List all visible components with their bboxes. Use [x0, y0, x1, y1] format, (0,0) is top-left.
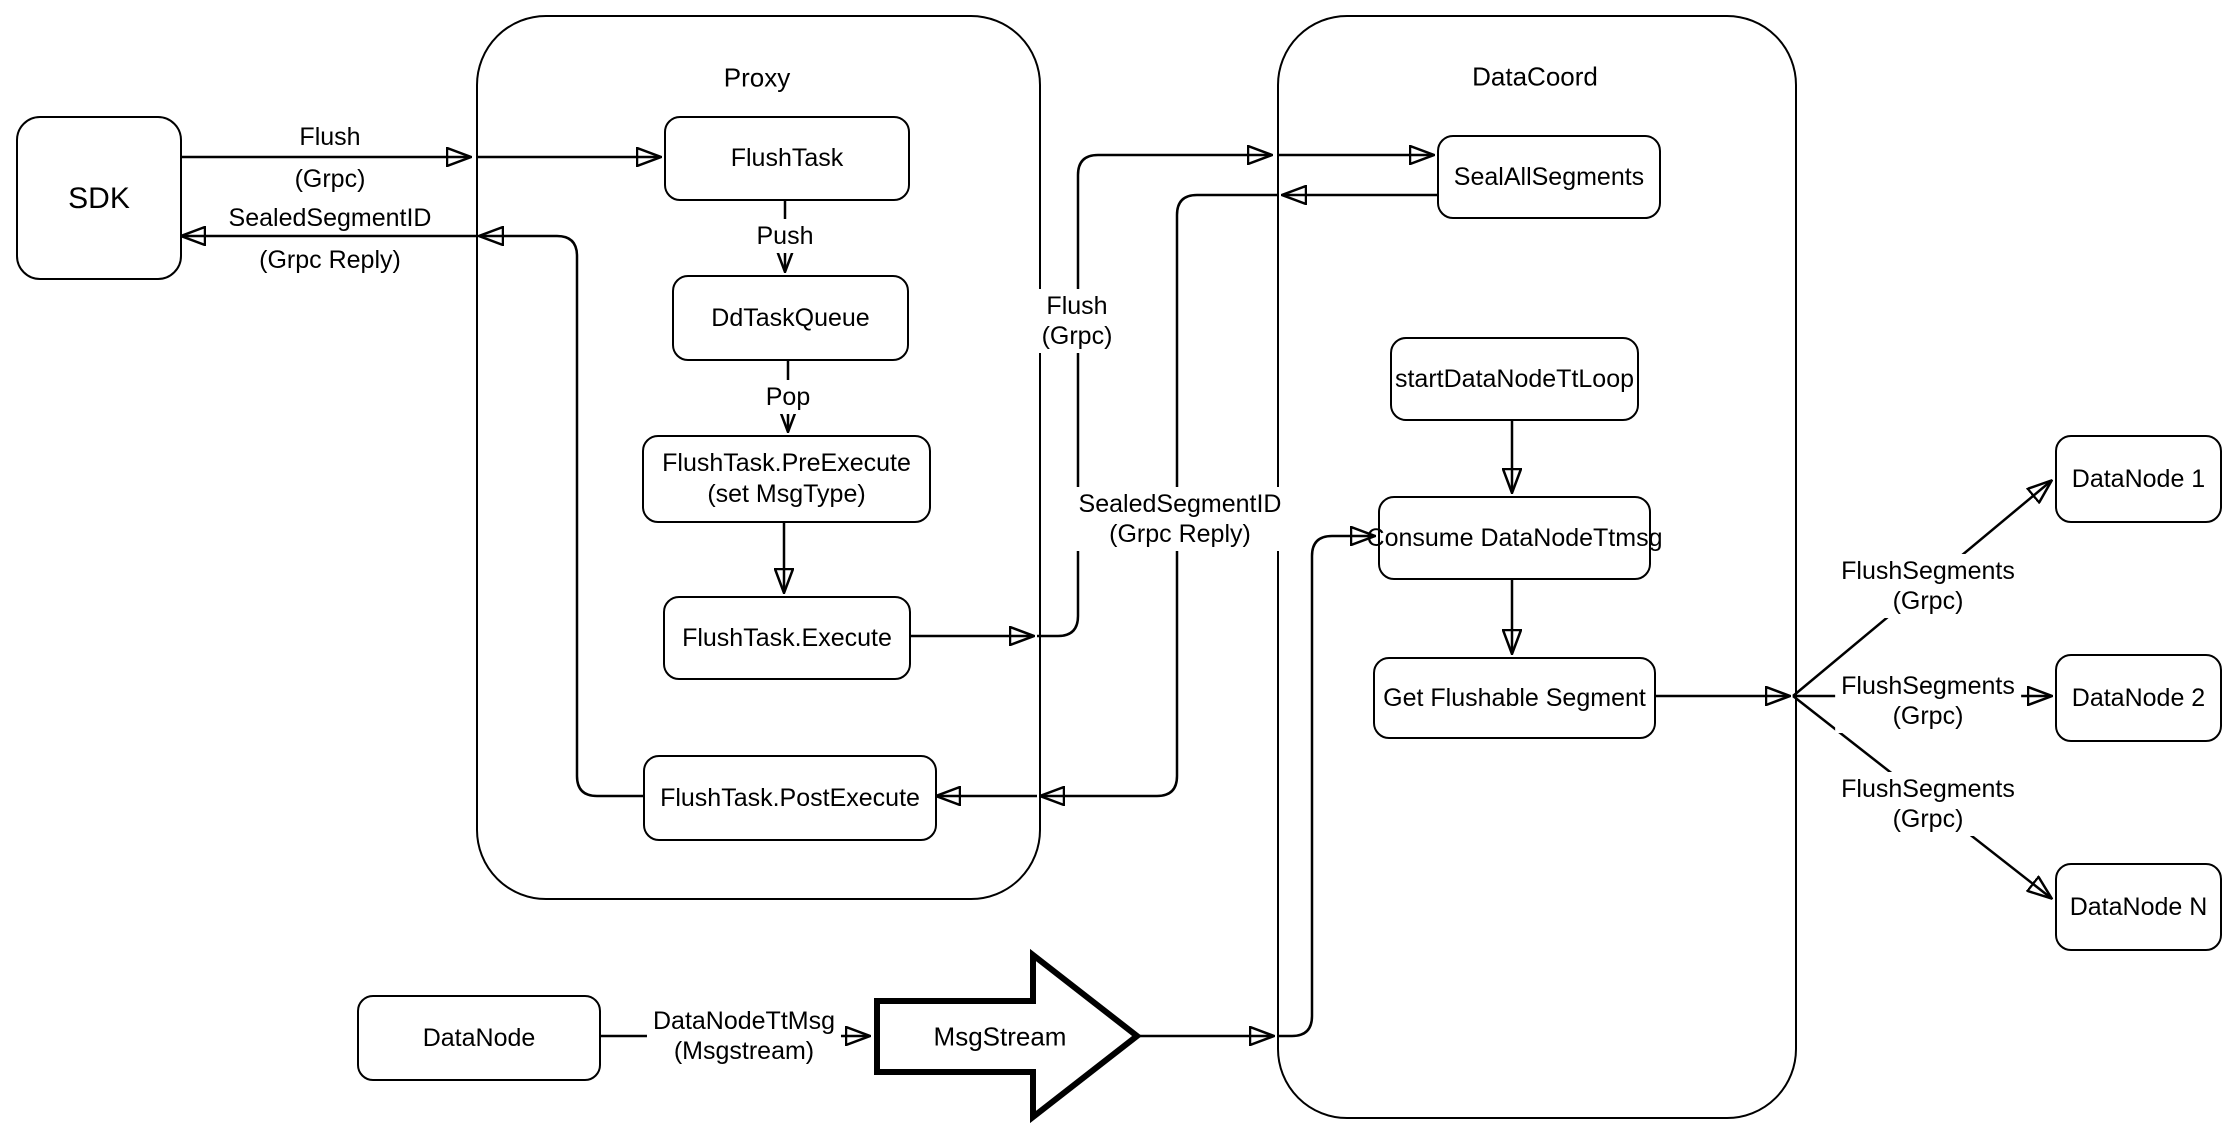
edge-label-pop-text: Pop — [765, 383, 811, 411]
edge-label-flushsegments-1-line2: (Grpc) — [1892, 587, 1964, 615]
edge-label-pop: Pop — [759, 380, 817, 414]
edge-label-flushsegments-3-line2: (Grpc) — [1892, 805, 1964, 833]
proxy-container — [476, 15, 1041, 900]
node-flushtask-preexecute-line2: (set MsgType) — [707, 480, 866, 508]
edge-label-flushsegments-1: FlushSegments (Grpc) — [1835, 554, 2021, 618]
edge-label-push: Push — [750, 219, 820, 253]
edge-label-flush-grpc-sdk-line2: (Grpc) — [294, 165, 366, 193]
proxy-container-title: Proxy — [723, 62, 791, 93]
edge-label-flushsegments-3: FlushSegments (Grpc) — [1835, 772, 2021, 836]
edge-label-sealedsegmentid-sdk: SealedSegmentID (Grpc Reply) — [229, 203, 432, 275]
edge-label-datanodettmsg-line1: DataNodeTtMsg — [652, 1007, 836, 1035]
node-datanode2: DataNode 2 — [2055, 654, 2222, 742]
edge-label-datanodettmsg-line2: (Msgstream) — [673, 1037, 815, 1065]
datacoord-container — [1277, 15, 1797, 1119]
node-flushtask-preexecute-line1: FlushTask.PreExecute — [662, 449, 911, 477]
node-get-flushable-segment-label: Get Flushable Segment — [1383, 683, 1646, 712]
edge-label-flushsegments-3-line1: FlushSegments — [1841, 775, 2015, 803]
node-flushtask: FlushTask — [664, 116, 910, 201]
node-get-flushable-segment: Get Flushable Segment — [1373, 657, 1656, 739]
edge-label-flushsegments-2-line2: (Grpc) — [1892, 702, 1964, 730]
msgstream-block-arrow — [874, 948, 1142, 1124]
node-sdk: SDK — [16, 116, 182, 280]
datacoord-container-title: DataCoord — [1472, 61, 1598, 92]
node-sealallsegments-label: SealAllSegments — [1453, 162, 1645, 191]
node-sealallsegments: SealAllSegments — [1437, 135, 1661, 219]
node-datanode1: DataNode 1 — [2055, 435, 2222, 523]
edge-label-sealedsegmentid-sdk-line1: SealedSegmentID — [228, 204, 432, 232]
edge-exec-flush-b — [1037, 155, 1271, 638]
edge-label-sealedsegmentid-coord-line1: SealedSegmentID — [1078, 490, 1282, 518]
edge-label-push-text: Push — [756, 222, 814, 250]
node-consume-datanodettmsg: Consume DataNodeTtmsg — [1367, 496, 1662, 580]
node-startdatanodettloop: startDataNodeTtLoop — [1390, 337, 1639, 421]
edge-label-flush-grpc-sdk: Flush (Grpc) — [295, 122, 366, 194]
edge-label-flush-grpc-sdk-line1: Flush — [299, 123, 361, 151]
node-sdk-label: SDK — [68, 181, 130, 215]
node-datanode2-label: DataNode 2 — [2071, 683, 2206, 712]
node-flushtask-postexecute: FlushTask.PostExecute — [643, 755, 937, 841]
node-datanode-bottom-label: DataNode — [422, 1023, 536, 1052]
node-flushtask-execute: FlushTask.Execute — [663, 596, 911, 680]
node-startdatanodettloop-label: startDataNodeTtLoop — [1394, 364, 1635, 393]
edge-label-flush-grpc-coord-line2: (Grpc) — [1041, 322, 1113, 350]
edge-label-flushsegments-1-line1: FlushSegments — [1841, 557, 2015, 585]
node-consume-datanodettmsg-label: Consume DataNodeTtmsg — [1366, 523, 1663, 552]
edge-label-sealedsegmentid-coord: SealedSegmentID (Grpc Reply) — [1072, 487, 1288, 551]
edge-label-datanodettmsg: DataNodeTtMsg (Msgstream) — [646, 1004, 842, 1068]
edge-label-sealedsegmentid-coord-line2: (Grpc Reply) — [1109, 520, 1251, 548]
edge-postexec-sdk-a — [480, 236, 643, 798]
node-datanoden: DataNode N — [2055, 863, 2222, 951]
node-flushtask-postexecute-label: FlushTask.PostExecute — [660, 783, 920, 812]
node-datanode1-label: DataNode 1 — [2071, 464, 2206, 493]
node-datanoden-label: DataNode N — [2069, 892, 2208, 921]
node-flushtask-label: FlushTask — [730, 144, 844, 172]
edge-label-flush-grpc-coord: Flush (Grpc) — [1035, 289, 1119, 353]
node-ddtaskqueue-label: DdTaskQueue — [711, 303, 870, 332]
edge-msgstream-consume — [1277, 536, 1374, 1038]
node-flushtask-preexecute: FlushTask.PreExecute (set MsgType) — [642, 435, 931, 523]
edge-label-flushsegments-2-line1: FlushSegments — [1841, 672, 2015, 700]
node-flushtask-execute-label: FlushTask.Execute — [682, 623, 892, 652]
node-ddtaskqueue: DdTaskQueue — [672, 275, 909, 361]
edge-label-flushsegments-2: FlushSegments (Grpc) — [1835, 669, 2021, 733]
edge-label-flush-grpc-coord-line1: Flush — [1046, 292, 1108, 320]
msgstream-label: MsgStream — [933, 1021, 1067, 1052]
edge-label-sealedsegmentid-sdk-line2: (Grpc Reply) — [259, 246, 401, 274]
node-datanode-bottom: DataNode — [357, 995, 601, 1081]
